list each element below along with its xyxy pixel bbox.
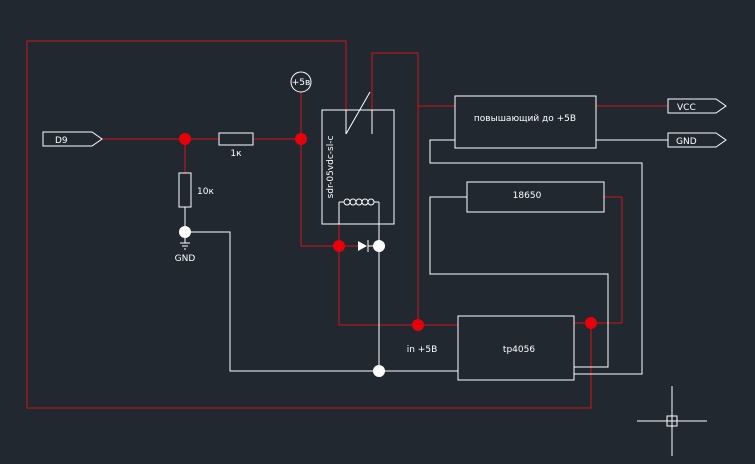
crosshair-cursor-icon [637,386,707,456]
wire-to-coil [300,139,339,247]
gnd-label: GND [175,254,196,264]
wire-relay-contact [371,52,419,325]
node-gnd [179,226,191,238]
booster-module: повышающий до +5В [454,95,597,149]
node-in5v [412,319,424,331]
flyback-diode [358,240,369,252]
resistor-1k-label: 1к [230,149,242,159]
vcc-output-tag: VCC [667,98,727,114]
plus5-label: +5в [292,78,311,88]
junction-nodes [179,133,597,377]
node-coil [333,240,345,252]
gnd-out-label: GND [676,137,697,147]
gnd-output-tag: GND [667,132,727,148]
wire-gnd-bus [185,231,458,372]
d9-label: D9 [55,136,68,146]
node-plus5 [295,133,307,145]
in5v-label: in +5В [407,345,438,355]
node-r2 [179,133,191,145]
white-wires [184,110,668,375]
node-gnd-bottom [373,365,385,377]
wire-booster-gnd [429,139,643,375]
vcc-label: VCC [677,103,696,113]
gnd-symbol: GND [175,242,196,264]
relay: sdr-05vdc-sl-c [321,91,395,225]
wire-battery-plus [574,196,623,324]
node-battery [585,317,597,329]
relay-label: sdr-05vdc-sl-c [326,136,336,199]
node-diode [373,240,385,252]
wire-to-tp-in [338,246,458,326]
charger-tp4056: tp4056 [457,315,575,381]
booster-label: повышающий до +5В [474,114,576,124]
resistor-1k: 1к [218,132,254,159]
wire-outer-loop [26,40,592,409]
resistor-10k-label: 10к [197,187,214,197]
d9-input-tag: D9 [42,131,103,147]
resistor-10k: 10к [178,172,214,208]
relay-switch-blade [345,91,371,135]
charger-label: tp4056 [503,345,535,355]
relay-coil [343,198,375,206]
battery-18650: 18650 [466,181,605,213]
battery-label: 18650 [513,191,542,201]
plus5-terminal: +5в [290,71,312,93]
wire-battery-minus [429,196,609,368]
